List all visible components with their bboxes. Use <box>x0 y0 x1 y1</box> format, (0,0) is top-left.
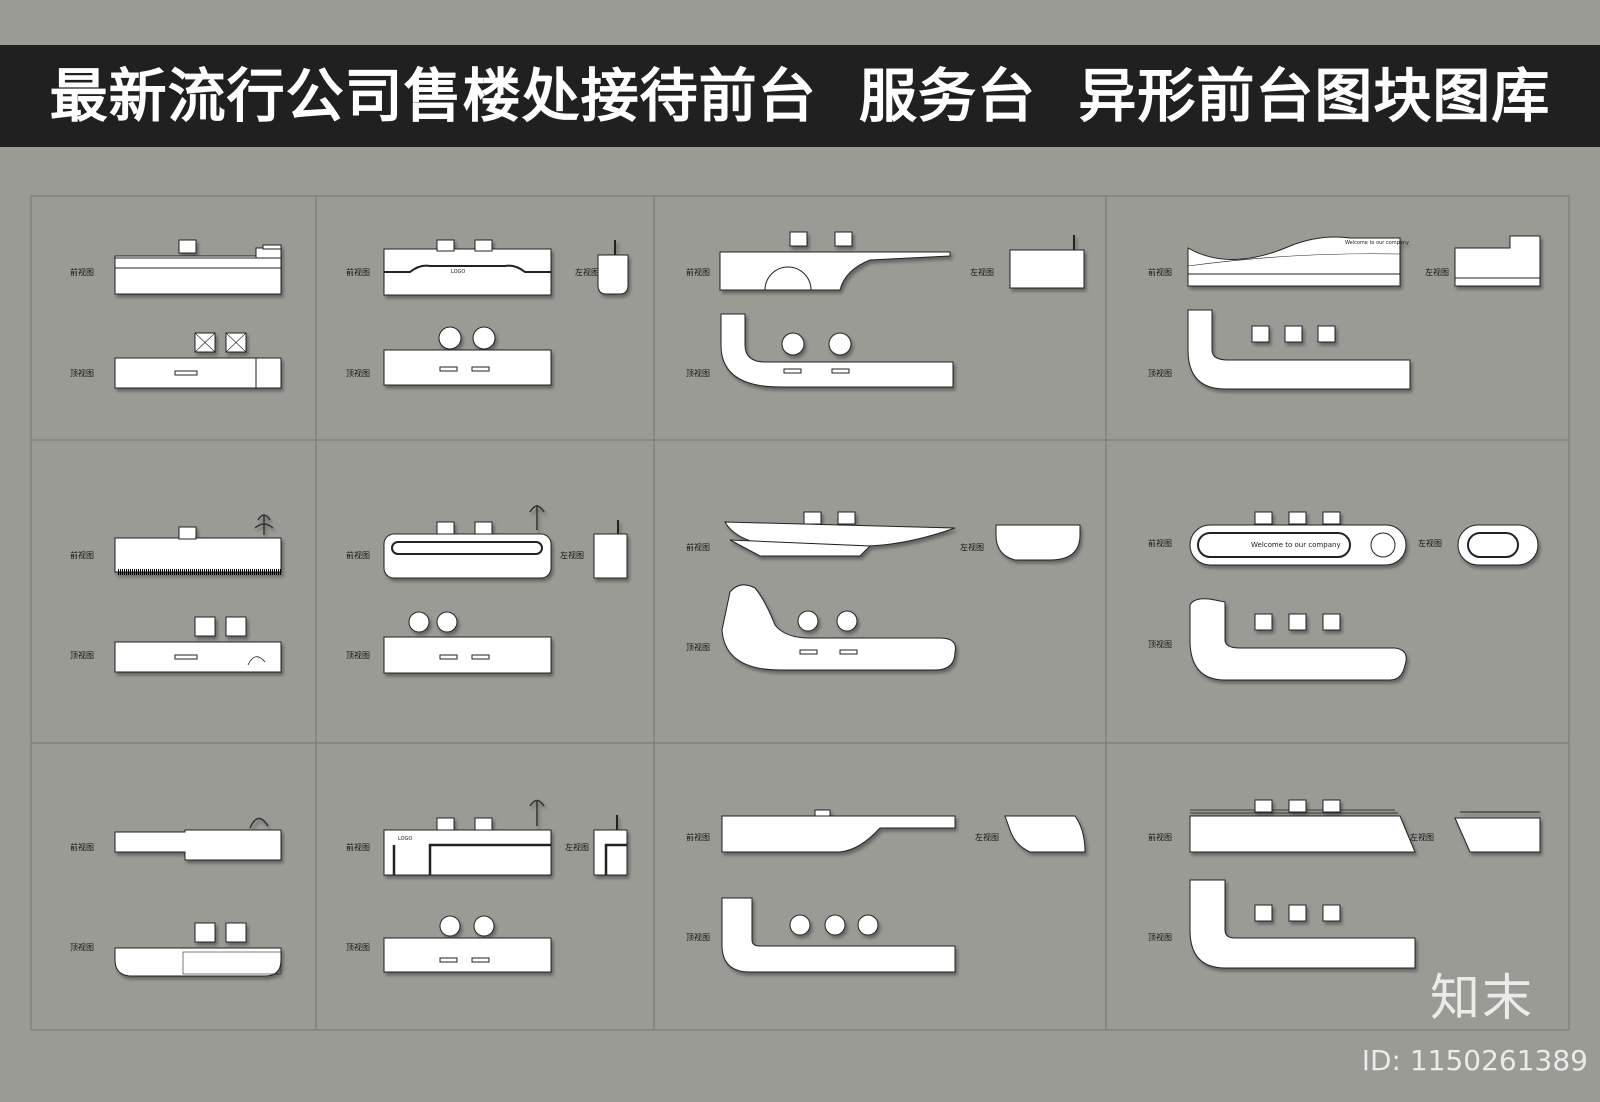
desk-1-top <box>114 332 282 389</box>
desk-welcome-text: Welcome to our company <box>1345 240 1409 246</box>
label-left: 左视图 <box>1418 538 1442 548</box>
grid-frame <box>30 195 1570 1031</box>
label-left: 左视图 <box>565 842 589 852</box>
label-front: 前视图 <box>70 267 94 277</box>
label-top: 顶视图 <box>686 642 710 652</box>
desk-5-top <box>114 616 282 673</box>
label-front: 前视图 <box>70 550 94 560</box>
label-front: 前视图 <box>346 550 370 560</box>
label-front: 前视图 <box>686 542 710 552</box>
desk-8-left <box>1457 524 1539 566</box>
label-top: 顶视图 <box>70 942 94 952</box>
label-top: 顶视图 <box>1148 639 1172 649</box>
label-top: 顶视图 <box>686 368 710 378</box>
desk-9-front <box>114 817 282 861</box>
label-front: 前视图 <box>686 832 710 842</box>
desk-logo-text: LOGO <box>398 836 412 842</box>
label-left: 左视图 <box>1425 267 1449 277</box>
watermark-logo: 知末 <box>1430 969 1534 1027</box>
desk-drawings: LOGO <box>114 231 1541 977</box>
label-left: 左视图 <box>1410 832 1434 842</box>
desk-11-front <box>721 809 956 853</box>
title-banner: 最新流行公司售楼处接待前台 服务台 异形前台图块图库 <box>0 45 1600 147</box>
desk-10-front: LOGO <box>383 799 552 876</box>
label-top: 顶视图 <box>1148 368 1172 378</box>
label-left: 左视图 <box>575 267 599 277</box>
desk-3-left <box>1009 235 1085 289</box>
desk-10-top <box>383 915 552 973</box>
label-left: 左视图 <box>560 550 584 560</box>
desk-2-front: LOGO <box>383 239 552 296</box>
desk-6-left <box>593 520 628 579</box>
label-top: 顶视图 <box>686 932 710 942</box>
label-top: 顶视图 <box>1148 932 1172 942</box>
desk-4-top <box>1187 309 1411 390</box>
desk-2-top <box>383 326 552 386</box>
desk-3-front <box>719 231 951 291</box>
desk-4-left <box>1454 235 1541 287</box>
label-top: 顶视图 <box>70 650 94 660</box>
label-left: 左视图 <box>960 542 984 552</box>
desk-12-front <box>1189 799 1416 853</box>
desk-8-top <box>1189 598 1407 681</box>
desk-12-left <box>1454 811 1541 853</box>
desk-3-top <box>720 313 954 388</box>
desk-10-left <box>593 815 628 876</box>
view-labels: 前视图 顶视图 前视图 顶视图 左视图 前视图 顶视图 左视图 前视图 顶视图 … <box>70 267 1449 952</box>
desk-1-front <box>114 239 282 295</box>
desk-12-top <box>1189 879 1416 969</box>
desk-4-front: Welcome to our company <box>1187 236 1409 287</box>
desk-9-top <box>114 922 282 977</box>
desk-7-front <box>724 511 956 557</box>
label-top: 顶视图 <box>70 368 94 378</box>
label-front: 前视图 <box>1148 267 1172 277</box>
desk-logo-text: LOGO <box>451 269 465 275</box>
label-front: 前视图 <box>346 842 370 852</box>
label-left: 左视图 <box>975 832 999 842</box>
label-front: 前视图 <box>686 267 710 277</box>
label-top: 顶视图 <box>346 942 370 952</box>
desk-7-top <box>721 584 956 671</box>
desk-2-left <box>597 240 629 295</box>
label-top: 顶视图 <box>346 368 370 378</box>
label-top: 顶视图 <box>346 650 370 660</box>
desk-11-left <box>1004 815 1086 853</box>
label-left: 左视图 <box>970 267 994 277</box>
desk-7-left <box>995 524 1081 561</box>
desk-5-front <box>114 514 282 575</box>
page-title: 最新流行公司售楼处接待前台 服务台 异形前台图块图库 <box>49 62 1551 130</box>
label-front: 前视图 <box>346 267 370 277</box>
desk-6-front <box>383 505 552 579</box>
desk-welcome-text: Welcome to our company <box>1251 541 1341 549</box>
desk-8-front: Welcome to our company <box>1189 511 1407 566</box>
desk-11-top <box>721 897 956 973</box>
label-front: 前视图 <box>1148 538 1172 548</box>
watermark-id: ID: 1150261389 <box>1361 1044 1588 1077</box>
label-front: 前视图 <box>1148 832 1172 842</box>
label-front: 前视图 <box>70 842 94 852</box>
desk-6-top <box>383 611 552 674</box>
